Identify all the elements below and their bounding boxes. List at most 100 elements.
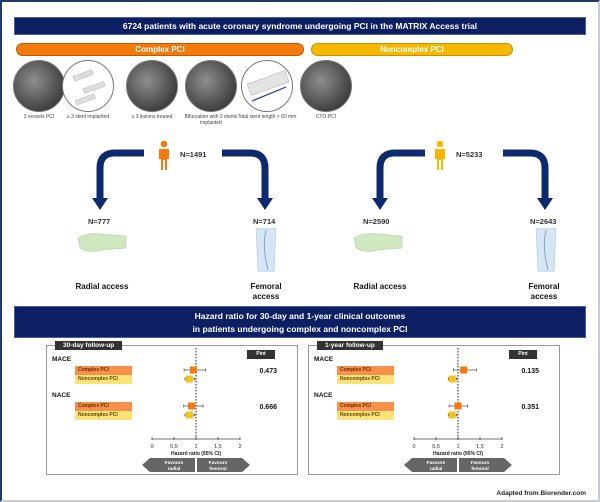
credit-text: Adapted from Biorender.com	[496, 490, 586, 497]
p-int-value: 0.351	[521, 404, 539, 411]
long-stent-image	[241, 60, 293, 112]
complex-femoral-arrow	[222, 149, 269, 200]
favours-radial-arrow	[142, 458, 195, 472]
panel-title: 1-year follow-up	[317, 341, 383, 350]
hr-marker-complex	[454, 402, 462, 410]
hr-marker-complex	[189, 366, 197, 374]
favours-femoral-label: femoral	[471, 466, 488, 472]
group-complex: Complex PCI	[75, 366, 132, 375]
favours-femoral-label: femoral	[209, 466, 226, 472]
p-int-value: 0.135	[521, 368, 539, 375]
favours-femoral-arrow	[197, 458, 250, 472]
noncomplex-total-n: N=5233	[456, 150, 483, 159]
hazard-ratio-banner: Hazard ratio for 30-day and 1-year clini…	[14, 306, 586, 338]
hr-title-line1: Hazard ratio for 30-day and 1-year clini…	[194, 311, 406, 321]
complex-radial-arrow	[96, 149, 144, 200]
x-tick-label: 0	[412, 444, 415, 450]
x-tick-label: 1,5	[476, 444, 484, 450]
noncomplex-femoral-n: N=2643	[530, 217, 557, 226]
x-tick-label: 1	[456, 444, 459, 450]
femoral-access-label: Femoral access	[528, 282, 560, 301]
hr-marker-noncomplex	[448, 411, 456, 419]
group-complex: Complex PCI	[75, 402, 132, 411]
group-noncomplex: Noncomplex PCI	[75, 411, 132, 420]
femoral-leg-image	[255, 228, 277, 272]
arrowhead	[537, 198, 553, 210]
x-axis-label: Hazard ratio (95% CI)	[171, 451, 221, 457]
radial-arm-image	[77, 233, 127, 252]
favours-radial-label: Favours	[165, 460, 184, 466]
cto-angiogram-image	[300, 60, 352, 112]
radial-arm-image	[353, 233, 403, 252]
panel-title: 30-day follow-up	[55, 341, 123, 350]
group-noncomplex: Noncomplex PCI	[337, 411, 394, 420]
arrowhead	[257, 198, 273, 210]
criterion-label: CTO-PCI	[315, 114, 337, 120]
favours-radial-label: radial	[430, 466, 443, 472]
favours-femoral-arrow	[459, 458, 512, 472]
person-noncomplex-icon	[435, 140, 445, 170]
complex-pci-header: Complex PCI	[16, 43, 304, 56]
forest-plot-1-year: 1-year follow-up Pint MACE Complex PCI N…	[308, 341, 560, 475]
p-int-header: Pint	[247, 350, 275, 359]
x-axis-label: Hazard ratio (95% CI)	[433, 451, 483, 457]
hr-marker-complex	[460, 366, 468, 374]
person-complex-icon	[159, 140, 169, 170]
x-tick-label: 0	[150, 444, 153, 450]
stents-image	[62, 60, 114, 112]
group-noncomplex: Noncomplex PCI	[337, 375, 394, 384]
noncomplex-pci-header: Noncomplex PCI	[311, 43, 513, 56]
hr-title-line2: in patients undergoing complex and nonco…	[192, 324, 408, 334]
group-noncomplex: Noncomplex PCI	[75, 375, 132, 384]
complex-femoral-n: N=714	[253, 217, 276, 226]
criterion-label: ≥ 3 stent implanted	[66, 114, 110, 120]
x-tick-label: 0,5	[432, 444, 440, 450]
hr-marker-noncomplex	[185, 411, 193, 419]
outcome-nace: NACE	[52, 392, 71, 399]
group-complex: Complex PCI	[337, 402, 394, 411]
p-int-value: 0.666	[259, 404, 277, 411]
p-int-header: Pint	[509, 350, 537, 359]
x-tick-label: 2	[238, 444, 241, 450]
criterion-label: Total stent length > 60 mm	[237, 114, 297, 120]
hr-marker-noncomplex	[185, 375, 193, 383]
group-complex: Complex PCI	[337, 366, 394, 375]
hr-marker-noncomplex	[448, 375, 456, 383]
hr-marker-complex	[188, 402, 196, 410]
complex-radial-n: N=777	[88, 217, 111, 226]
radial-access-label: Radial access	[75, 282, 129, 291]
noncomplex-femoral-arrow	[503, 149, 549, 200]
x-tick-label: 2	[500, 444, 503, 450]
favours-femoral-label: Favours	[471, 460, 490, 466]
p-int-value: 0.473	[259, 368, 277, 375]
lesions-angiogram-image	[126, 60, 178, 112]
flow-arrows	[92, 149, 553, 210]
noncomplex-radial-arrow	[376, 149, 425, 200]
criterion-label: ≥ 3 lesions treated	[131, 114, 173, 120]
forest-plot-30-day: 30-day follow-up Pint MACE Complex PCI N…	[46, 341, 298, 475]
three-vessels-angiogram-image	[13, 60, 65, 112]
femoral-access-label: Femoral access	[250, 282, 282, 301]
noncomplex-radial-n: N=2590	[363, 217, 390, 226]
arrowhead	[92, 198, 108, 210]
favours-femoral-label: Favours	[209, 460, 228, 466]
arrowhead	[372, 198, 388, 210]
favours-radial-arrow	[404, 458, 457, 472]
study-title-banner: 6724 patients with acute coronary syndro…	[14, 17, 586, 35]
criterion-label: 3 vessels PCI	[23, 114, 55, 120]
bifurcation-angiogram-image	[185, 60, 237, 112]
criterion-label: Bifurcation with 2 stents implanted	[184, 114, 238, 126]
complex-total-n: N=1491	[180, 150, 207, 159]
radial-access-label: Radial access	[353, 282, 407, 291]
x-tick-label: 1	[194, 444, 197, 450]
x-tick-label: 0,5	[170, 444, 178, 450]
femoral-leg-image	[535, 228, 557, 272]
favours-radial-label: Favours	[427, 460, 446, 466]
favours-radial-label: radial	[168, 466, 181, 472]
x-tick-label: 1,5	[214, 444, 222, 450]
outcome-mace: MACE	[314, 356, 334, 363]
outcome-mace: MACE	[52, 356, 72, 363]
